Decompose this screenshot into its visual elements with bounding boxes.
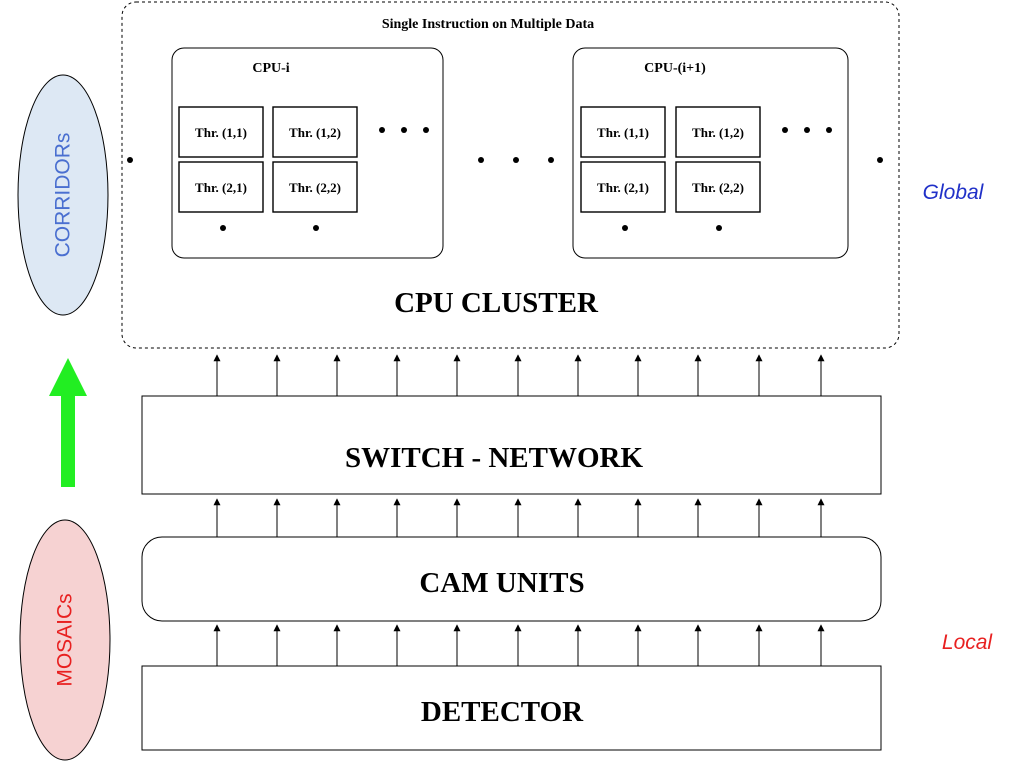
cpu-label: CPU-(i+1) (644, 61, 706, 76)
global-label: Global (923, 181, 985, 204)
detector-label: DETECTOR (421, 696, 584, 728)
ellipsis-dot (804, 127, 810, 133)
thread-box (675, 161, 761, 213)
ellipsis-dot (379, 127, 385, 133)
cam-units-label: CAM UNITS (419, 567, 584, 599)
detector-box: DETECTOR (141, 665, 882, 751)
thread-label: Thr. (2,1) (597, 180, 649, 195)
corridors-label: CORRIDORs (52, 133, 75, 258)
switch-network-label: SWITCH - NETWORK (345, 442, 644, 474)
arrows-cam-detector (213, 624, 825, 666)
ellipsis-dot (401, 127, 407, 133)
ellipsis-dot (423, 127, 429, 133)
thread-box (178, 161, 264, 213)
arrows-network-cam (213, 498, 825, 537)
arrows-cpu-network (213, 354, 825, 396)
mosaics-ellipse: MOSAICs (19, 519, 111, 761)
cpu-box: CPU-i Thr. (1,1) Thr. (1,2) Thr. (2,1) T… (171, 47, 444, 259)
cpu-box: CPU-(i+1) Thr. (1,1) Thr. (1,2) Thr. (2,… (572, 47, 849, 259)
ellipsis-dot (513, 157, 519, 163)
thread-label: Thr. (2,1) (195, 180, 247, 195)
ellipsis-dot (716, 225, 722, 231)
switch-network-box: SWITCH - NETWORK (141, 395, 882, 495)
thread-box (580, 106, 666, 158)
ellipsis-dot (782, 127, 788, 133)
local-label: Local (942, 631, 994, 654)
thread-label: Thr. (1,2) (692, 125, 744, 140)
ellipsis-dot (622, 225, 628, 231)
cpu-label: CPU-i (252, 61, 289, 76)
ellipsis-dot (313, 225, 319, 231)
thread-box (272, 161, 358, 213)
ellipsis-dot (127, 157, 133, 163)
simd-title: Single Instruction on Multiple Data (382, 17, 594, 32)
thread-box (272, 106, 358, 158)
progress-arrow-icon (49, 358, 87, 487)
ellipsis-dot (877, 157, 883, 163)
thread-label: Thr. (1,1) (597, 125, 649, 140)
thread-label: Thr. (2,2) (289, 180, 341, 195)
thread-label: Thr. (2,2) (692, 180, 744, 195)
thread-box (675, 106, 761, 158)
ellipsis-dot (826, 127, 832, 133)
thread-box (580, 161, 666, 213)
ellipsis-dot (548, 157, 554, 163)
thread-box (178, 106, 264, 158)
thread-label: Thr. (1,1) (195, 125, 247, 140)
thread-label: Thr. (1,2) (289, 125, 341, 140)
ellipsis-dot (478, 157, 484, 163)
cam-units-box: CAM UNITS (141, 536, 882, 622)
mosaics-label: MOSAICs (54, 593, 77, 686)
corridors-ellipse: CORRIDORs (17, 74, 109, 316)
cpu-cluster-label: CPU CLUSTER (394, 287, 599, 319)
ellipsis-dot (220, 225, 226, 231)
cpu-cluster: Single Instruction on Multiple Data CPU … (121, 1, 900, 349)
